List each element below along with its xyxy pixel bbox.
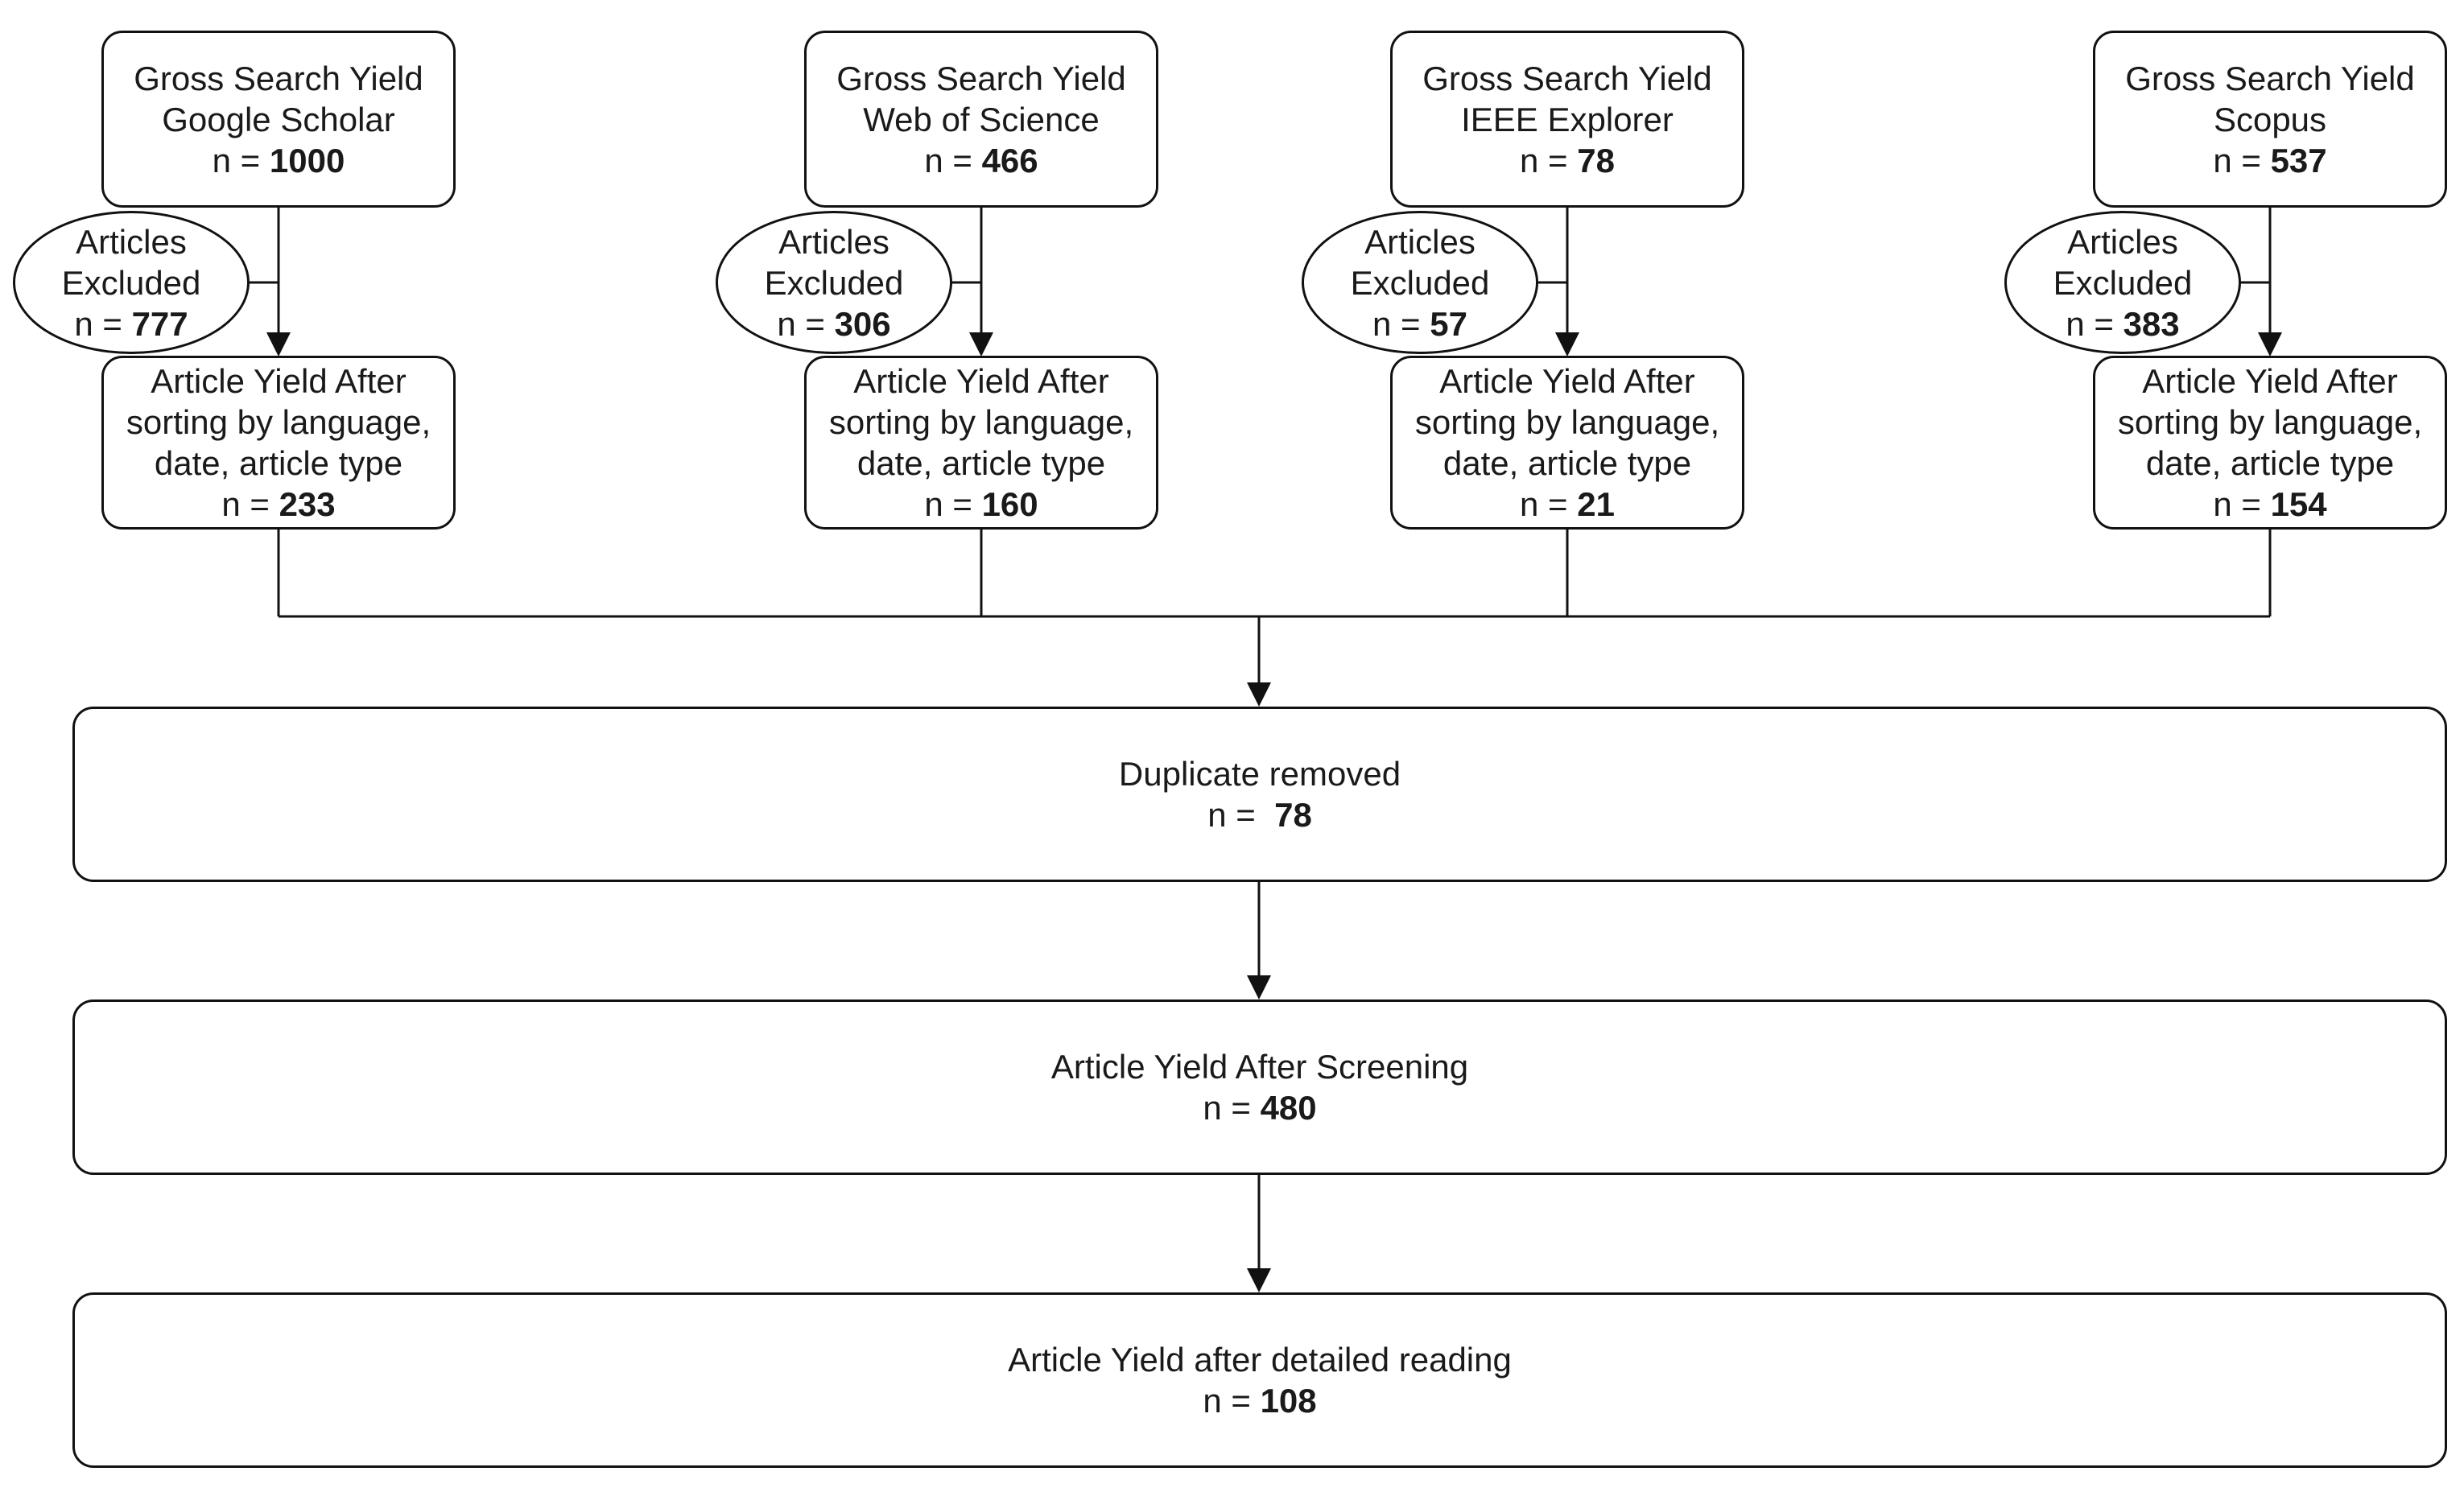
gross-yield-count: n = 78 (1520, 140, 1615, 181)
sorted-yield-web-of-science: Article Yield After sorting by language,… (804, 356, 1158, 530)
count-value: 78 (1265, 796, 1312, 834)
count-prefix: n = (1207, 796, 1265, 834)
sorted-line-2: sorting by language, (1414, 403, 1720, 441)
count-prefix: n = (1203, 1382, 1261, 1420)
count-prefix: n = (212, 141, 270, 179)
count-value: 1000 (269, 141, 345, 179)
sorted-count: n = 154 (2213, 484, 2326, 525)
sorted-line-3: date, article type (856, 444, 1106, 482)
sorted-yield-ieee-explorer: Article Yield After sorting by language,… (1390, 356, 1744, 530)
excluded-scopus: Articles Excluded n = 383 (2004, 211, 2241, 354)
stage-count: n = 108 (1203, 1380, 1316, 1421)
sorted-line-1: Article Yield After (151, 362, 407, 400)
count-prefix: n = (1372, 304, 1430, 343)
excluded-google-scholar: Articles Excluded n = 777 (13, 211, 250, 354)
excluded-title: Articles (76, 222, 187, 261)
count-value: 154 (2270, 485, 2327, 523)
count-prefix: n = (1520, 485, 1578, 523)
count-prefix: n = (2213, 485, 2271, 523)
excluded-subtitle: Excluded (2053, 263, 2193, 302)
database-name: Web of Science (863, 100, 1100, 138)
duplicates-removed-box: Duplicate removed n = 78 (72, 707, 2447, 882)
gross-yield-title: Gross Search Yield (1422, 59, 1712, 97)
count-prefix: n = (924, 141, 982, 179)
count-prefix: n = (1520, 141, 1578, 179)
database-name: Scopus (2213, 100, 2327, 138)
excluded-count: n = 383 (2066, 303, 2179, 344)
count-value: 306 (834, 304, 891, 343)
stage-count: n = 78 (1207, 794, 1312, 835)
excluded-subtitle: Excluded (764, 263, 904, 302)
excluded-ieee-explorer: Articles Excluded n = 57 (1302, 211, 1538, 354)
count-prefix: n = (1203, 1089, 1261, 1127)
gross-yield-title: Gross Search Yield (2125, 59, 2415, 97)
gross-yield-count: n = 537 (2213, 140, 2326, 181)
sorted-line-2: sorting by language, (2117, 403, 2423, 441)
count-value: 160 (981, 485, 1038, 523)
stage-label: Article Yield after detailed reading (1008, 1341, 1512, 1379)
count-value: 108 (1260, 1382, 1317, 1420)
excluded-title: Articles (1364, 222, 1476, 261)
sorted-yield-google-scholar: Article Yield After sorting by language,… (101, 356, 456, 530)
count-value: 480 (1260, 1089, 1317, 1127)
excluded-title: Articles (2067, 222, 2178, 261)
count-value: 466 (981, 141, 1038, 179)
sorted-line-3: date, article type (154, 444, 403, 482)
gross-yield-count: n = 1000 (213, 140, 345, 181)
count-value: 233 (279, 485, 336, 523)
sorted-line-3: date, article type (1442, 444, 1692, 482)
excluded-count: n = 777 (74, 303, 188, 344)
excluded-subtitle: Excluded (1350, 263, 1490, 302)
sorted-count: n = 160 (924, 484, 1038, 525)
database-name: Google Scholar (162, 100, 395, 138)
count-prefix: n = (74, 304, 132, 343)
sorted-line-1: Article Yield After (1439, 362, 1695, 400)
screening-yield-box: Article Yield After Screening n = 480 (72, 999, 2447, 1175)
gross-yield-title: Gross Search Yield (836, 59, 1126, 97)
database-name: IEEE Explorer (1461, 100, 1674, 138)
stage-label: Duplicate removed (1118, 755, 1401, 793)
count-prefix: n = (221, 485, 279, 523)
sorted-line-2: sorting by language, (828, 403, 1134, 441)
final-yield-box: Article Yield after detailed reading n =… (72, 1292, 2447, 1468)
sorted-line-3: date, article type (2145, 444, 2395, 482)
gross-yield-title: Gross Search Yield (134, 59, 423, 97)
sorted-yield-scopus: Article Yield After sorting by language,… (2093, 356, 2447, 530)
count-value: 21 (1577, 485, 1615, 523)
sorted-line-2: sorting by language, (126, 403, 431, 441)
count-prefix: n = (777, 304, 835, 343)
excluded-title: Articles (778, 222, 889, 261)
gross-yield-scopus: Gross Search Yield Scopus n = 537 (2093, 31, 2447, 208)
gross-yield-google-scholar: Gross Search Yield Google Scholar n = 10… (101, 31, 456, 208)
count-value: 57 (1430, 304, 1467, 343)
count-prefix: n = (2213, 141, 2271, 179)
count-prefix: n = (2066, 304, 2123, 343)
count-value: 537 (2270, 141, 2327, 179)
count-value: 777 (131, 304, 188, 343)
stage-label: Article Yield After Screening (1050, 1048, 1469, 1086)
sorted-count: n = 21 (1520, 484, 1615, 525)
sorted-line-1: Article Yield After (853, 362, 1109, 400)
sorted-line-1: Article Yield After (2142, 362, 2398, 400)
sorted-count: n = 233 (221, 484, 335, 525)
excluded-count: n = 57 (1372, 303, 1467, 344)
count-prefix: n = (924, 485, 982, 523)
gross-yield-ieee-explorer: Gross Search Yield IEEE Explorer n = 78 (1390, 31, 1744, 208)
excluded-count: n = 306 (777, 303, 890, 344)
gross-yield-count: n = 466 (924, 140, 1038, 181)
count-value: 78 (1577, 141, 1615, 179)
gross-yield-web-of-science: Gross Search Yield Web of Science n = 46… (804, 31, 1158, 208)
excluded-subtitle: Excluded (61, 263, 201, 302)
count-value: 383 (2123, 304, 2180, 343)
stage-count: n = 480 (1203, 1087, 1316, 1128)
excluded-web-of-science: Articles Excluded n = 306 (716, 211, 952, 354)
